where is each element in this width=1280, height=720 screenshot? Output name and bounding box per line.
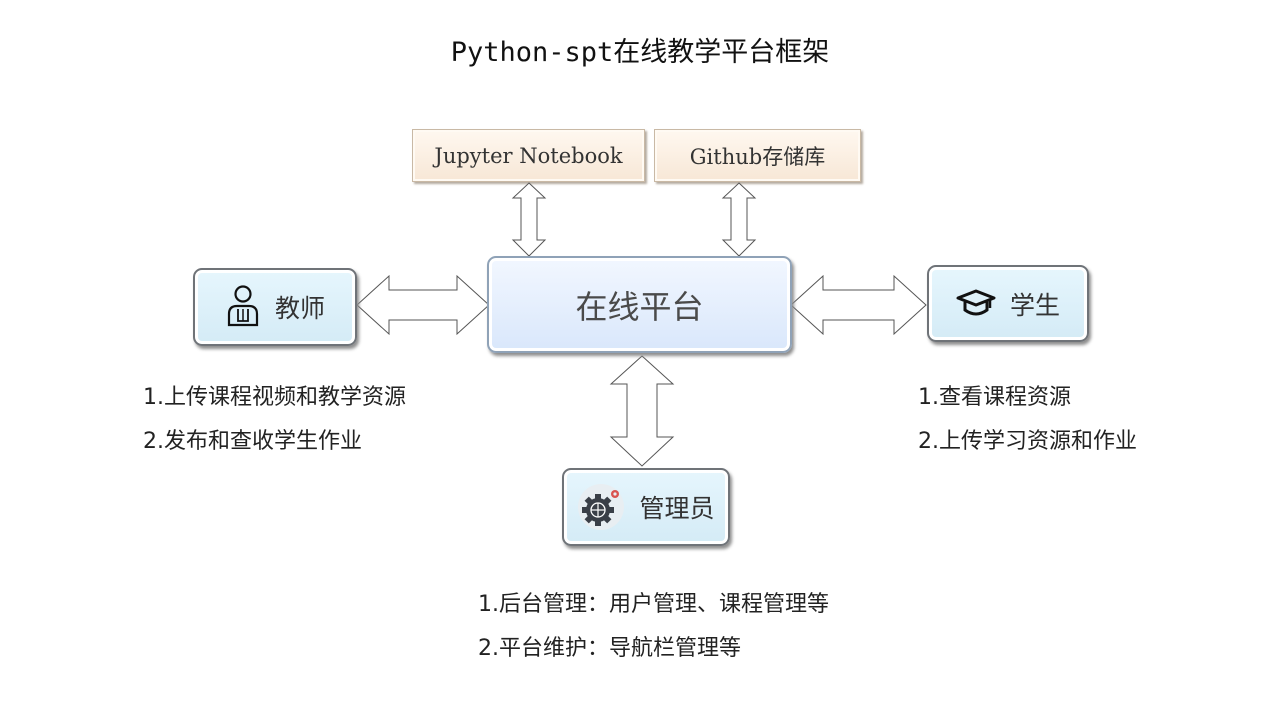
jupyter-notebook-label: Jupyter Notebook	[434, 143, 623, 168]
teacher-icon	[225, 285, 261, 329]
admin-label: 管理员	[639, 494, 715, 523]
graduation-cap-icon	[956, 289, 996, 319]
diagram-title: Python-spt在线教学平台框架	[450, 37, 830, 68]
admin-task-list: 1.后台管理：用户管理、课程管理等 2.平台维护：导航栏管理等	[478, 583, 829, 671]
teacher-label: 教师	[274, 294, 325, 323]
arrow-jupyter-platform	[511, 182, 547, 257]
jupyter-notebook-box[interactable]: Jupyter Notebook	[412, 129, 645, 182]
arrow-platform-admin	[609, 355, 675, 467]
admin-node[interactable]: 管理员	[562, 468, 730, 546]
teacher-task-item: 2.发布和查收学生作业	[143, 429, 362, 454]
arrow-platform-student	[790, 274, 927, 336]
student-node[interactable]: 学生	[927, 265, 1089, 342]
github-repository-box[interactable]: Github存储库	[654, 129, 861, 182]
admin-task-item: 1.后台管理：用户管理、课程管理等	[478, 592, 829, 617]
admin-task-item: 2.平台维护：导航栏管理等	[478, 636, 741, 661]
student-task-item: 1.查看课程资源	[918, 385, 1071, 410]
arrow-github-platform	[721, 182, 757, 257]
student-label: 学生	[1009, 290, 1060, 320]
github-repository-label: Github存储库	[689, 144, 826, 169]
teacher-task-list: 1.上传课程视频和教学资源 2.发布和查收学生作业	[143, 376, 406, 464]
student-task-item: 2.上传学习资源和作业	[918, 429, 1137, 454]
online-platform-label: 在线平台	[575, 287, 704, 326]
teacher-node[interactable]: 教师	[193, 268, 357, 346]
gear-settings-icon	[577, 483, 625, 531]
teacher-task-item: 1.上传课程视频和教学资源	[143, 385, 406, 410]
arrow-teacher-platform	[356, 274, 490, 336]
student-task-list: 1.查看课程资源 2.上传学习资源和作业	[918, 376, 1137, 464]
online-platform-node[interactable]: 在线平台	[487, 256, 792, 353]
